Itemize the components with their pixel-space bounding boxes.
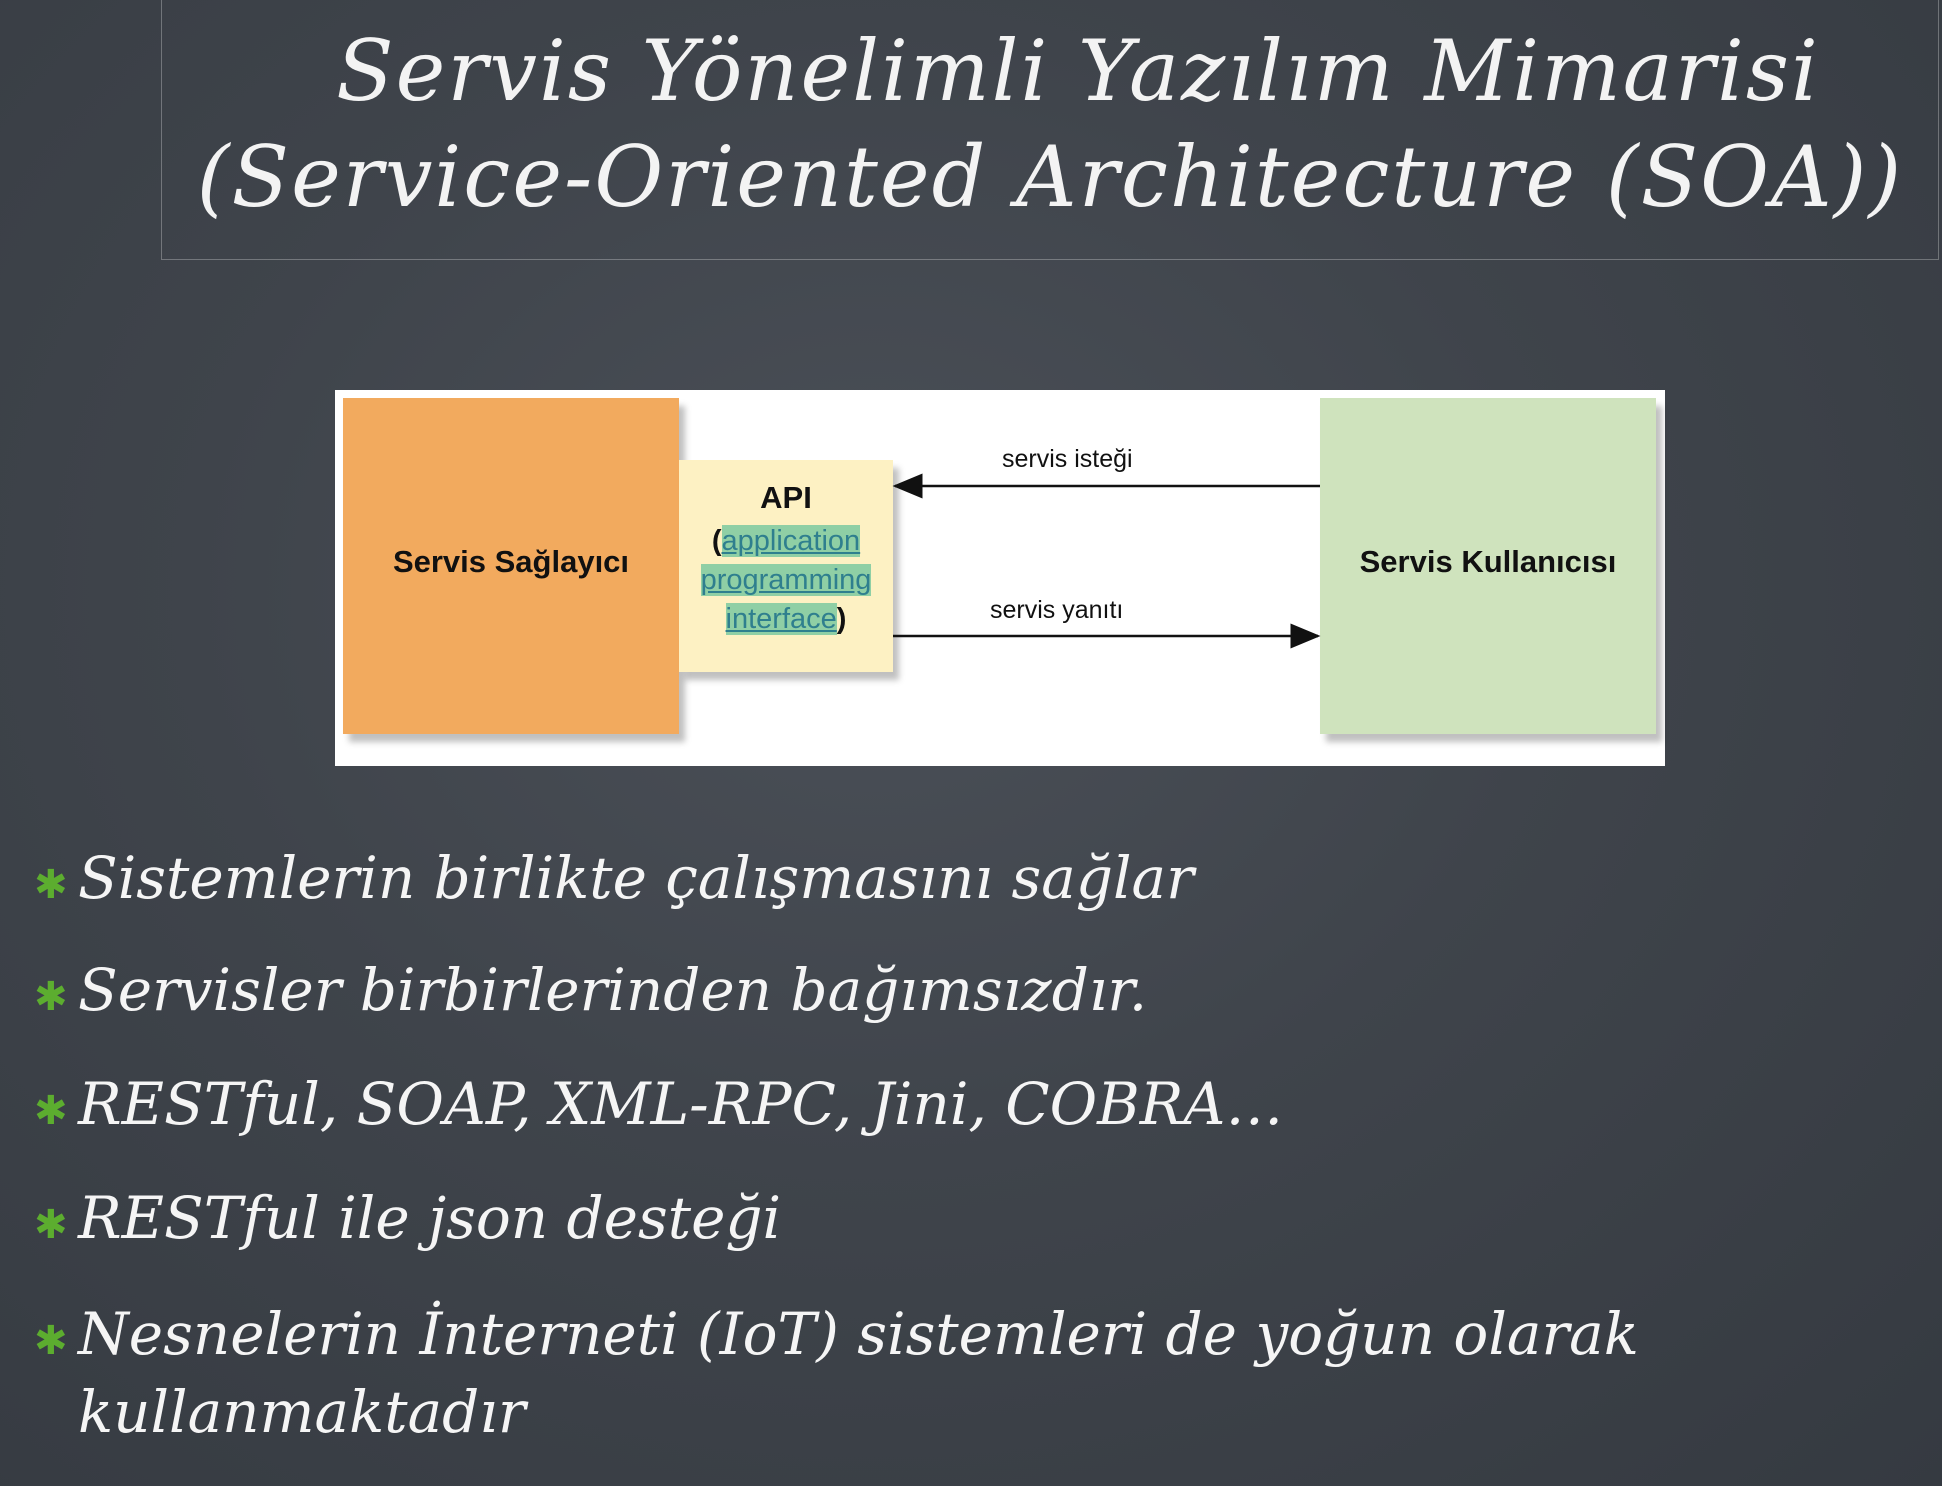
bullet-item-continuation: kullanmaktadır <box>78 1378 526 1446</box>
arrows <box>892 473 1321 649</box>
api-link-programming[interactable]: programming <box>700 564 872 596</box>
api-link-application[interactable]: application <box>721 525 861 557</box>
slide-title-line-2: (Service-Oriented Architecture (SOA)) <box>196 128 1904 226</box>
bullet-item: RESTful ile json desteği <box>78 1184 782 1252</box>
api-close-paren: ) <box>836 603 847 635</box>
service-provider-box: Servis Sağlayıcı <box>343 398 679 734</box>
service-provider-label: Servis Sağlayıcı <box>392 544 630 579</box>
bullet-marker-icon: ✱ <box>34 1318 68 1364</box>
api-description: (application programming interface) <box>679 522 893 639</box>
api-open-paren: ( <box>711 525 722 557</box>
bullet-item: Nesnelerin İnterneti (IoT) sistemleri de… <box>78 1300 1639 1368</box>
bullet-marker-icon: ✱ <box>34 862 68 908</box>
title-box: Servis Yönelimli Yazılım Mimarisi (Servi… <box>161 0 1939 260</box>
bullet-marker-icon: ✱ <box>34 1202 68 1248</box>
bullet-item: RESTful, SOAP, XML-RPC, Jini, COBRA… <box>78 1070 1284 1138</box>
response-label: servis yanıtı <box>990 596 1124 624</box>
soa-diagram: Servis Sağlayıcı API (application progra… <box>335 390 1665 766</box>
request-label: servis isteği <box>1002 445 1133 473</box>
service-consumer-box: Servis Kullanıcısı <box>1320 398 1656 734</box>
api-link-interface[interactable]: interface <box>725 603 837 635</box>
api-box: API (application programming interface) <box>679 460 893 672</box>
slide-title-line-1: Servis Yönelimli Yazılım Mimarisi <box>336 22 1820 120</box>
bullet-marker-icon: ✱ <box>34 1088 68 1134</box>
bullet-marker-icon: ✱ <box>34 974 68 1020</box>
bullet-item: Servisler birbirlerinden bağımsızdır. <box>78 956 1148 1024</box>
service-consumer-label: Servis Kullanıcısı <box>1359 544 1617 579</box>
api-title: API <box>760 480 812 515</box>
bullet-item: Sistemlerin birlikte çalışmasını sağlar <box>78 844 1194 912</box>
